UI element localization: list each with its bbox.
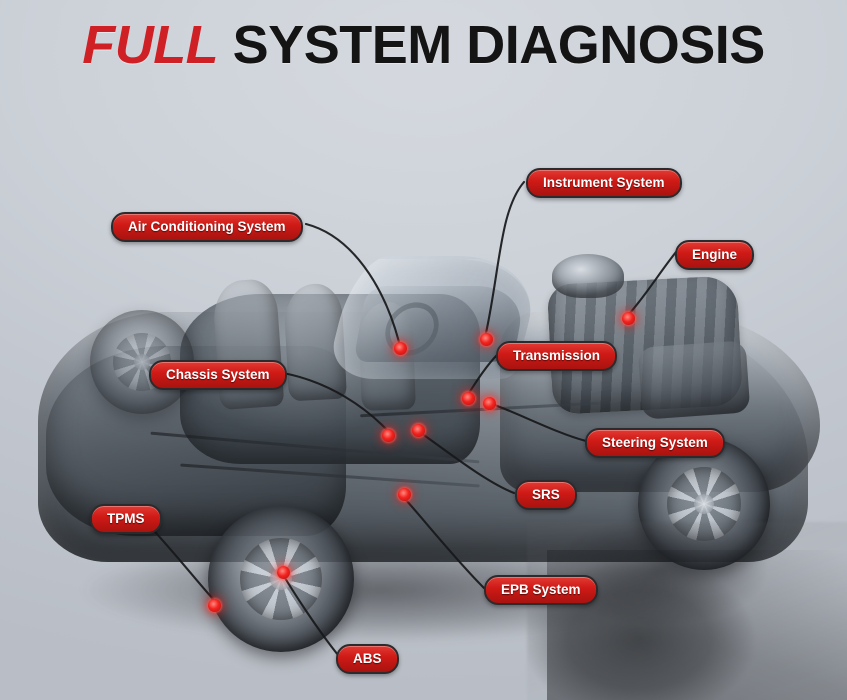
callout-dot-engine [621,311,635,325]
page-title: FULL SYSTEM DIAGNOSIS [0,18,847,72]
callout-label-steering-system[interactable]: Steering System [585,428,725,458]
page-title-emphasis: FULL [82,15,219,75]
callout-dot-air-conditioning-system [393,341,407,355]
car-wiring-harness [360,401,600,418]
leader-line-epb-system [404,498,486,590]
leader-line-tpms [143,519,215,601]
callout-dot-chassis-system [381,428,395,442]
car-engine-airbox [637,340,751,420]
callout-label-srs[interactable]: SRS [515,480,577,510]
callout-dot-abs [276,565,290,579]
callout-label-air-conditioning-system[interactable]: Air Conditioning System [111,212,303,242]
car-wheel [208,506,354,652]
car-ground-shadow [40,520,780,655]
car-wiring-harness [150,431,480,464]
car-hood [500,312,820,492]
callout-label-instrument-system[interactable]: Instrument System [526,168,682,198]
callout-label-transmission[interactable]: Transmission [496,341,618,371]
technician-ghost-image [527,522,847,700]
leader-line-instrument-system [484,180,526,335]
leader-line-srs [419,431,516,495]
leader-line-air-conditioning-system [304,222,401,344]
leader-line-abs [283,576,340,657]
callout-label-epb-system[interactable]: EPB System [484,575,598,605]
corner-vignette [547,550,847,700]
leader-line-chassis-system [281,371,389,432]
car-body [30,238,820,652]
callout-dot-epb-system [397,487,411,501]
callout-label-abs[interactable]: ABS [336,644,399,674]
callout-dot-tpms [207,598,221,612]
car-seat [283,282,347,402]
callout-dot-srs [411,423,425,437]
car-seat [211,277,285,411]
leader-line-steering-system [490,402,588,443]
callout-dot-instrument-system [479,332,493,346]
car-wiring-harness [180,463,480,488]
callout-label-chassis-system[interactable]: Chassis System [149,360,287,390]
leader-line-transmission [467,352,500,395]
callout-dot-steering-system [482,396,496,410]
callout-label-engine[interactable]: Engine [675,240,755,270]
car-engine-cam-cover [552,254,624,298]
car-steering-wheel [379,294,445,364]
car-seat [358,301,416,411]
leader-line-engine [628,250,678,315]
page-title-rest: SYSTEM DIAGNOSIS [218,15,766,75]
callout-dot-transmission [461,391,475,405]
callout-label-tpms[interactable]: TPMS [90,504,162,534]
